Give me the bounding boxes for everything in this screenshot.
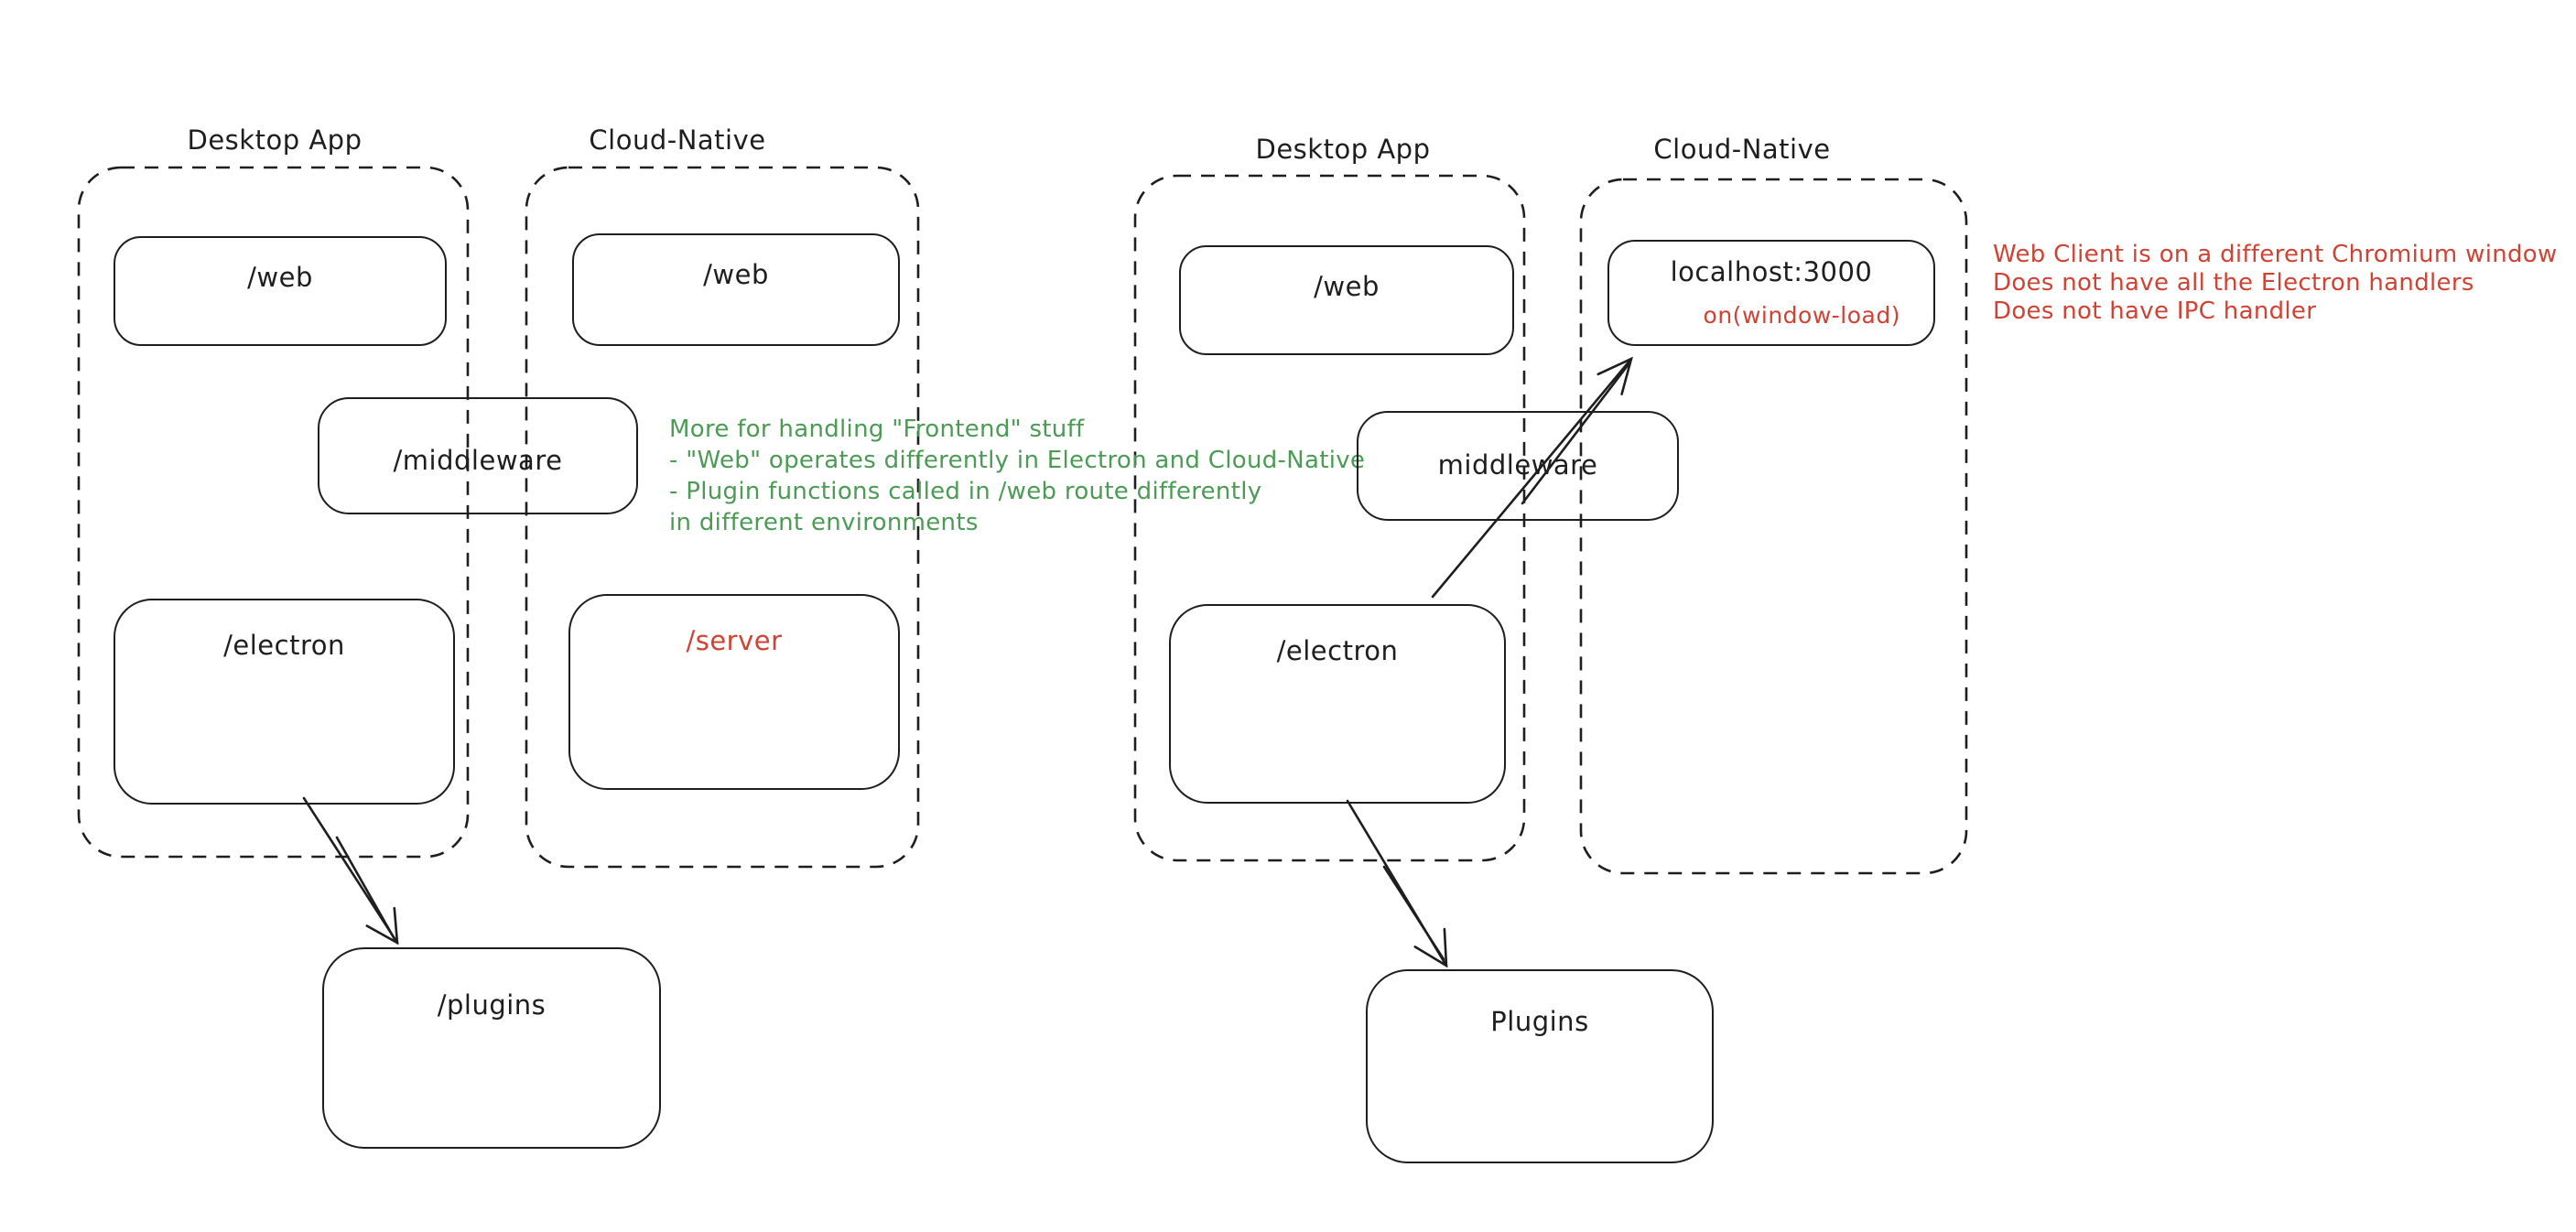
right-desktop-app-label: Desktop App xyxy=(1255,134,1431,165)
left-plugins-label: /plugins xyxy=(437,989,547,1021)
localhost-3000-box: localhost:3000 on(window-load) xyxy=(1607,240,1935,346)
localhost-3000-label: localhost:3000 xyxy=(1670,256,1873,287)
left-plugins-box: /plugins xyxy=(322,947,661,1149)
green-note-line-3: - Plugin functions called in /web route … xyxy=(669,478,1262,505)
red-note: Web Client is on a different Chromium wi… xyxy=(1993,241,2558,326)
arrow-electron-to-plugins-left xyxy=(302,796,399,946)
right-plugins-label: Plugins xyxy=(1490,1006,1589,1037)
arrow-electron-to-plugins-right xyxy=(1346,799,1448,968)
right-electron-label: /electron xyxy=(1276,635,1399,666)
green-note: More for handling "Frontend" stuff - "We… xyxy=(669,414,1365,538)
left-middleware-box: /middleware xyxy=(318,397,638,514)
left-electron-label: /electron xyxy=(223,630,345,661)
left-server-box: /server xyxy=(568,594,900,790)
right-plugins-box: Plugins xyxy=(1366,969,1714,1163)
left-web-cloud-box: /web xyxy=(572,233,900,346)
left-web-desktop-box: /web xyxy=(114,236,447,346)
left-cloud-native-label: Cloud-Native xyxy=(589,124,766,156)
right-web-desktop-label: /web xyxy=(1314,271,1380,302)
left-desktop-app-label: Desktop App xyxy=(187,124,363,156)
green-note-line-4: in different environments xyxy=(669,509,979,536)
on-window-load-label: on(window-load) xyxy=(1703,302,1900,329)
left-electron-box: /electron xyxy=(114,599,455,805)
red-note-line-3: Does not have IPC handler xyxy=(1993,297,2317,325)
right-web-desktop-box: /web xyxy=(1179,245,1514,355)
green-note-line-1: More for handling "Frontend" stuff xyxy=(669,416,1085,443)
red-note-line-1: Web Client is on a different Chromium wi… xyxy=(1993,241,2558,268)
left-web-cloud-label: /web xyxy=(703,259,769,290)
left-middleware-label: /middleware xyxy=(393,445,563,476)
right-electron-box: /electron xyxy=(1169,604,1506,804)
right-cloud-native-label: Cloud-Native xyxy=(1653,134,1831,165)
green-note-line-2: - "Web" operates differently in Electron… xyxy=(669,447,1366,474)
left-server-label: /server xyxy=(686,625,783,656)
red-note-line-2: Does not have all the Electron handlers xyxy=(1993,269,2474,297)
left-web-desktop-label: /web xyxy=(247,262,313,293)
right-middleware-label: middleware xyxy=(1437,449,1598,481)
right-middleware-box: middleware xyxy=(1357,411,1679,521)
